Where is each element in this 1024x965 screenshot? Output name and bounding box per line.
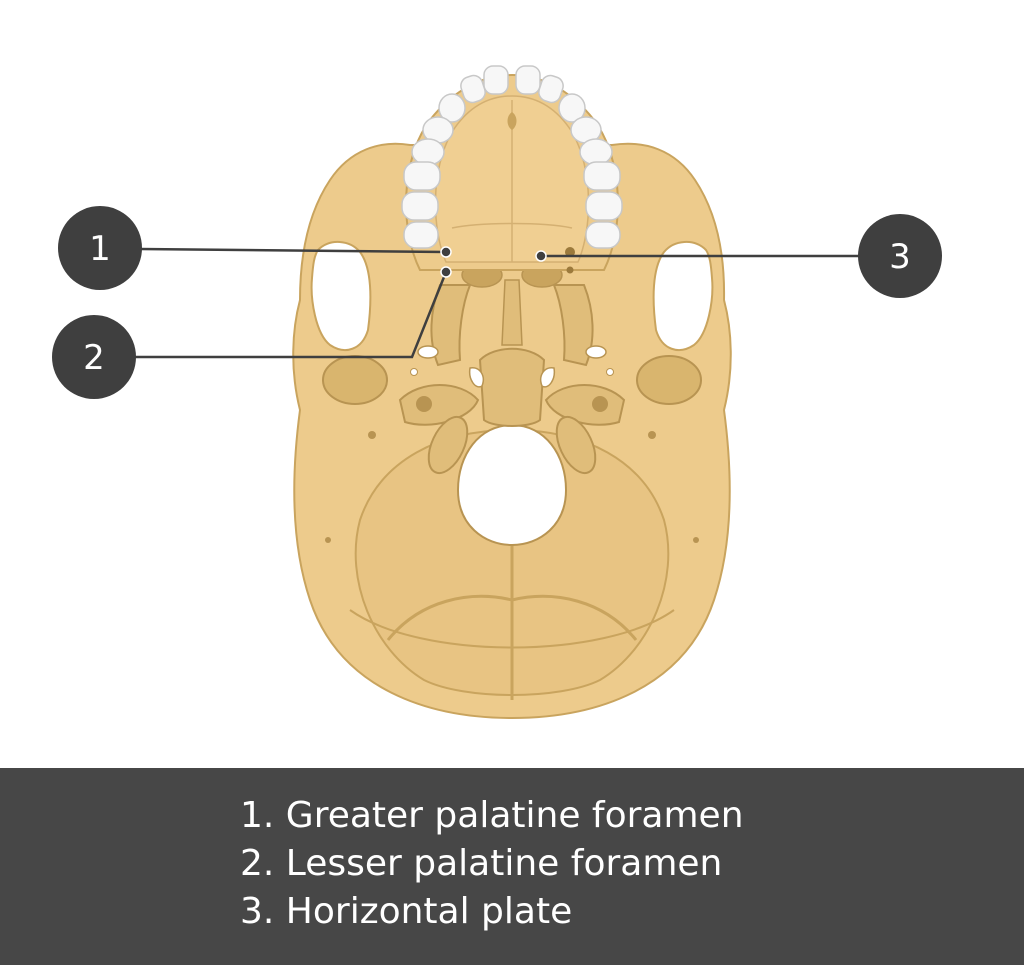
leader-endpoint-2 — [440, 266, 452, 278]
hard-palate — [405, 73, 619, 276]
tooth — [585, 221, 621, 249]
legend-item-2: 2. Lesser palatine foramen — [240, 843, 723, 884]
maxillary-teeth — [401, 65, 623, 249]
left-mandibular-fossa — [322, 355, 388, 405]
callout-number: 3 — [889, 237, 911, 277]
leader-line-2 — [132, 271, 448, 359]
left-foramen-spinosum — [410, 368, 418, 376]
incisive-fossa — [507, 112, 517, 130]
vomer — [501, 279, 523, 346]
tooth — [460, 74, 486, 104]
tooth — [483, 65, 509, 95]
right-foramen-lacerum — [540, 367, 556, 388]
callout-number: 1 — [89, 229, 111, 269]
skull-base — [292, 142, 732, 720]
tooth — [403, 161, 441, 191]
left-carotid-canal — [416, 396, 432, 412]
foramen-magnum — [456, 423, 568, 547]
skull-base-illustration: 1 2 3 — [52, 65, 942, 720]
callout-3: 3 — [858, 214, 942, 298]
basilar-part — [478, 347, 546, 427]
right-mastoid-foramen — [693, 537, 699, 543]
leader-lines — [132, 247, 860, 359]
transverse-palatine-suture — [451, 222, 573, 229]
left-foramen-ovale — [417, 345, 439, 359]
right-foramen-ovale — [585, 345, 607, 359]
occipital-crest — [386, 540, 638, 700]
leader-endpoint-1 — [440, 246, 452, 258]
tooth — [538, 74, 564, 104]
right-lesser-palatine-foramen — [566, 266, 574, 274]
legend-item-1: 1. Greater palatine foramen — [240, 795, 744, 836]
right-carotid-canal — [592, 396, 608, 412]
left-jugular-foramen — [368, 431, 376, 439]
left-pterygoid-plates — [430, 284, 472, 367]
callout-1: 1 — [58, 206, 142, 290]
right-occipital-condyle — [555, 415, 597, 475]
callout-badge — [52, 315, 136, 399]
leader-line-1 — [139, 247, 447, 254]
legend-list: 1. Greater palatine foramen 2. Lesser pa… — [240, 792, 744, 936]
tooth — [411, 138, 445, 166]
right-pterygoid-plates — [552, 284, 594, 367]
right-greater-palatine-foramen — [565, 247, 575, 257]
right-petrous-region — [544, 384, 626, 426]
callout-badge — [858, 214, 942, 298]
left-occipital-condyle — [427, 415, 469, 475]
left-mastoid-foramen — [325, 537, 331, 543]
legend-item-3: 3. Horizontal plate — [240, 891, 573, 932]
left-petrous-region — [398, 384, 480, 426]
nuchal-line — [349, 609, 675, 649]
right-jugular-foramen — [648, 431, 656, 439]
right-zygomatic-window — [652, 241, 714, 351]
tooth — [401, 191, 439, 221]
tooth — [583, 161, 621, 191]
leader-endpoint-3 — [535, 250, 547, 262]
tooth — [403, 221, 439, 249]
tooth — [438, 93, 466, 123]
skull-inferior-view-diagram: 1 2 3 — [52, 65, 942, 720]
callout-2: 2 — [52, 315, 136, 399]
right-mandibular-fossa — [636, 355, 702, 405]
tooth — [585, 191, 623, 221]
right-foramen-spinosum — [606, 368, 614, 376]
tooth — [558, 93, 586, 123]
callout-badge — [58, 206, 142, 290]
legend-panel: 1. Greater palatine foramen 2. Lesser pa… — [0, 768, 1024, 965]
tooth — [515, 65, 541, 95]
left-foramen-lacerum — [468, 367, 484, 388]
tooth — [579, 138, 613, 166]
leader-endpoints — [440, 246, 547, 278]
left-zygomatic-window — [310, 241, 372, 351]
callout-number: 2 — [83, 338, 105, 378]
